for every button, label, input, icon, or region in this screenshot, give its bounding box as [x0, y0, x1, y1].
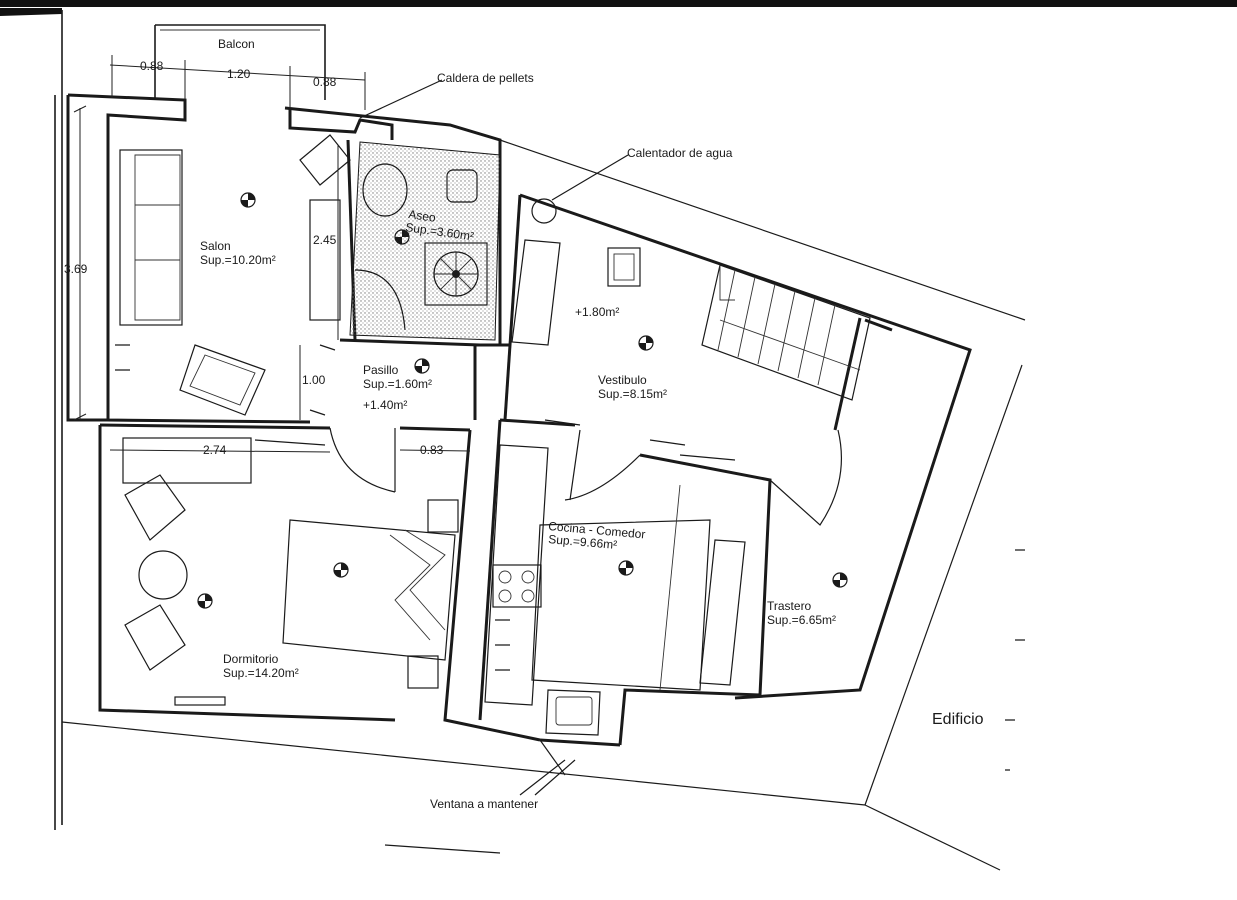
label-edificio: Edificio — [932, 711, 984, 728]
room-salon-name: Salon — [200, 239, 231, 253]
room-vestibulo-extra: +1.80m² — [575, 305, 619, 319]
doors — [329, 427, 843, 796]
dim-245: 2.45 — [313, 233, 337, 247]
dim-088-left: 0.88 — [140, 59, 164, 73]
dim-100: 1.00 — [302, 373, 326, 387]
bedroom-furniture — [122, 437, 459, 706]
dim-088-right: 0.88 — [313, 75, 337, 89]
room-trastero-area: Sup.=6.65m² — [767, 613, 836, 627]
label-calentador: Calentador de agua — [627, 146, 733, 160]
room-vestibulo-name: Vestibulo — [598, 373, 647, 387]
dim-083: 0.83 — [420, 443, 444, 457]
bathroom-fixtures — [349, 141, 501, 341]
dim-369: 3.69 — [64, 262, 88, 276]
label-ventana: Ventana a mantener — [430, 797, 538, 811]
salon-furniture — [115, 79, 443, 416]
light-fixtures — [197, 192, 848, 609]
site-outline — [54, 10, 1026, 871]
scan-top-edge — [0, 0, 1237, 7]
stairs — [701, 264, 871, 401]
vestibulo-furniture — [511, 154, 686, 446]
scan-left-mark — [0, 8, 62, 16]
room-aseo-name: Aseo — [408, 207, 437, 225]
balcony — [154, 24, 326, 100]
walls — [66, 93, 972, 747]
dim-274: 2.74 — [203, 443, 227, 457]
label-balcon: Balcon — [218, 37, 255, 51]
room-pasillo-name: Pasillo — [363, 363, 399, 377]
room-dormitorio-name: Dormitorio — [223, 652, 279, 666]
kitchen-furniture — [484, 444, 746, 736]
dimension-lines — [73, 55, 471, 453]
label-caldera: Caldera de pellets — [437, 71, 534, 85]
room-dormitorio-area: Sup.=14.20m² — [223, 666, 299, 680]
edificio-marks — [1005, 549, 1025, 771]
room-pasillo-area: Sup.=1.60m² — [363, 377, 432, 391]
room-trastero-name: Trastero — [767, 599, 812, 613]
room-vestibulo-area: Sup.=8.15m² — [598, 387, 667, 401]
room-salon-area: Sup.=10.20m² — [200, 253, 276, 267]
ventana-leader — [534, 759, 576, 796]
dim-120: 1.20 — [227, 67, 251, 81]
room-cocina-area: Sup.=9.66m² — [548, 532, 618, 552]
room-pasillo-extra: +1.40m² — [363, 398, 407, 412]
